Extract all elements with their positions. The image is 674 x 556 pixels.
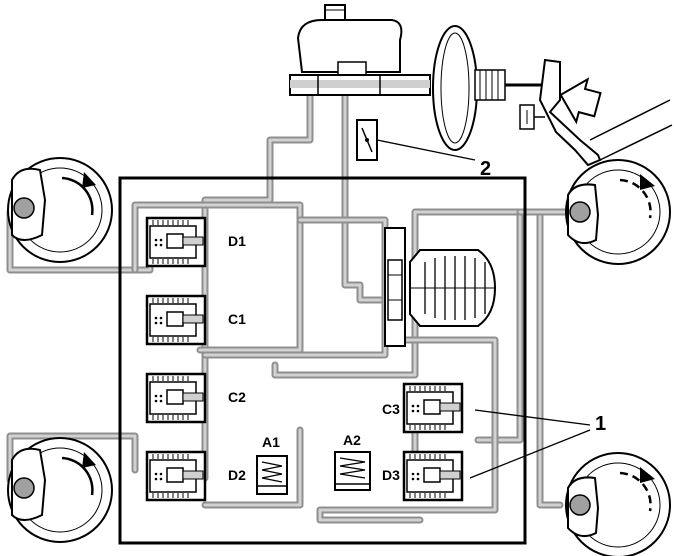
valves	[145, 216, 464, 502]
label-d3: D3	[382, 467, 400, 483]
brake-pedal	[538, 58, 673, 167]
valve-c3	[402, 382, 464, 434]
pump-motor	[409, 249, 497, 327]
pedal-switch	[519, 104, 545, 130]
label-a1: A1	[262, 434, 280, 450]
rotation-arrow-icon	[82, 452, 96, 468]
label-c3: C3	[382, 401, 400, 417]
valve-d3	[402, 450, 464, 502]
control-unit-frame	[118, 176, 527, 545]
pressure-switch	[356, 119, 476, 161]
label-a2: A2	[343, 432, 361, 448]
brake-booster	[432, 25, 560, 151]
callout-1: 1	[595, 413, 606, 435]
label-c1: C1	[228, 311, 246, 327]
valve-c2	[145, 372, 207, 424]
rotation-arrow-icon	[640, 467, 655, 483]
accumulator-a2	[334, 451, 371, 491]
wheel-brake-rear-right	[565, 452, 671, 556]
rotation-arrow-icon	[640, 174, 655, 190]
callout-1-leaders	[469, 409, 591, 479]
valve-d2	[145, 450, 207, 502]
rotation-arrow-icon	[82, 172, 96, 188]
wheel-brake-front-right	[565, 159, 671, 265]
master-cylinder	[289, 4, 431, 96]
valve-d1	[145, 216, 207, 268]
label-d1: D1	[228, 233, 246, 249]
callout-2: 2	[480, 158, 491, 180]
label-d2: D2	[228, 467, 246, 483]
valve-c1	[145, 294, 207, 346]
accumulator-a1	[256, 455, 288, 495]
label-c2: C2	[228, 389, 246, 405]
pump-unit	[384, 227, 406, 347]
wheel-brake-front-left	[7, 157, 113, 263]
wheel-brake-rear-left	[7, 437, 113, 543]
press-arrow-icon	[559, 77, 602, 125]
